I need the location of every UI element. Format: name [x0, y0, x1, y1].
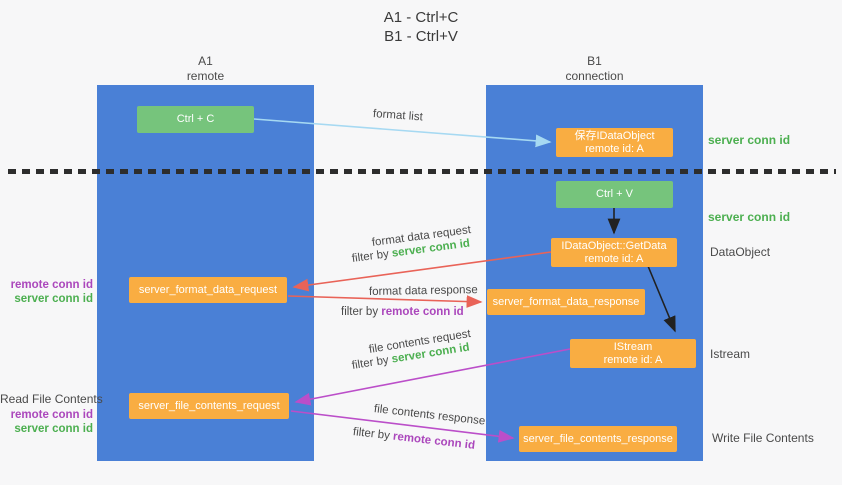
- side-label-server-conn-id-mid: server conn id: [708, 210, 790, 224]
- server-conn-id-text: server conn id: [14, 293, 93, 305]
- istream-text: Istream: [710, 347, 751, 361]
- side-label-server-conn-id-top: server conn id: [708, 133, 790, 147]
- node-ctrl-v-label: Ctrl + V: [596, 188, 633, 200]
- side-label-remote-conn-id-2: remote conn id: [0, 409, 93, 421]
- node-ctrl-c: Ctrl + C: [137, 106, 254, 133]
- arrow-file-contents-request: [294, 348, 571, 406]
- node-idataobject-getdata: IDataObject::GetData remote id: A: [551, 238, 677, 267]
- side-label-remote-conn-id-1: remote conn id: [0, 279, 93, 291]
- node-server-file-contents-request: server_file_contents_request: [129, 393, 289, 419]
- node-file-response-label: server_file_contents_response: [523, 432, 673, 445]
- filter-by-text: filter by: [341, 306, 379, 318]
- server-conn-id-text: server conn id: [14, 423, 93, 435]
- lane-b1-name: B1: [587, 54, 602, 68]
- node-istream-line1: IStream: [613, 340, 653, 353]
- node-format-response-label: server_format_data_response: [492, 295, 640, 308]
- side-label-server-conn-id-1: server conn id: [0, 293, 93, 305]
- node-getdata-line2: remote id: A: [584, 252, 644, 265]
- node-ctrl-v: Ctrl + V: [556, 181, 673, 208]
- dataobject-text: DataObject: [710, 245, 771, 259]
- label-format-data-response: format data response: [369, 284, 478, 298]
- node-save-dataobject-line2: remote id: A: [585, 142, 644, 155]
- lane-b1-subtitle: connection: [565, 69, 624, 83]
- lane-header-b1: B1 connection: [486, 54, 703, 84]
- diagram-title: A1 - Ctrl+C B1 - Ctrl+V: [0, 8, 842, 46]
- node-server-format-data-request: server_format_data_request: [129, 277, 287, 303]
- arrow-getdata-to-istream: [647, 265, 676, 333]
- title-line-2: B1 - Ctrl+V: [384, 28, 458, 45]
- lane-a1-name: A1: [198, 54, 213, 68]
- arrow-format-data-request: [292, 251, 552, 292]
- remote-conn-id-text: remote conn id: [10, 409, 93, 421]
- node-istream: IStream remote id: A: [570, 339, 696, 368]
- node-ctrl-c-label: Ctrl + C: [176, 113, 215, 125]
- node-save-dataobject: 保存IDataObject remote id: A: [556, 128, 673, 157]
- side-label-server-conn-id-2: server conn id: [0, 423, 93, 435]
- node-getdata-line1: IDataObject::GetData: [561, 239, 667, 252]
- arrow-file-contents-response: [290, 410, 515, 443]
- side-label-read-file-contents: Read File Contents: [0, 392, 103, 406]
- read-file-contents-text: Read File Contents: [0, 392, 103, 406]
- arrow-format-data-response: [287, 295, 483, 308]
- server-conn-id-text: server conn id: [708, 133, 791, 147]
- title-line-1: A1 - Ctrl+C: [383, 9, 459, 26]
- dotted-separator-line: [8, 169, 836, 174]
- label-filter-by-remote-conn-id-1: filter by remote conn id: [341, 306, 464, 318]
- write-file-contents-text: Write File Contents: [712, 431, 814, 445]
- server-conn-id-text: server conn id: [708, 210, 791, 224]
- node-istream-line2: remote id: A: [603, 353, 663, 366]
- node-format-request-label: server_format_data_request: [138, 283, 278, 296]
- lane-header-a1: A1 remote: [97, 54, 314, 84]
- arrow-format-list: [253, 118, 552, 148]
- node-save-dataobject-line1: 保存IDataObject: [574, 129, 655, 142]
- side-label-write-file-contents: Write File Contents: [712, 431, 814, 445]
- node-file-request-label: server_file_contents_request: [138, 399, 280, 412]
- side-label-dataobject: DataObject: [710, 245, 770, 259]
- lane-a1-subtitle: remote: [186, 69, 225, 83]
- remote-conn-id-text: remote conn id: [10, 279, 93, 291]
- remote-conn-id-text: remote conn id: [381, 306, 464, 318]
- node-server-format-data-response: server_format_data_response: [487, 289, 645, 315]
- label-format-data-response-text: format data response: [368, 284, 478, 298]
- side-label-istream: Istream: [710, 347, 750, 361]
- node-server-file-contents-response: server_file_contents_response: [519, 426, 677, 452]
